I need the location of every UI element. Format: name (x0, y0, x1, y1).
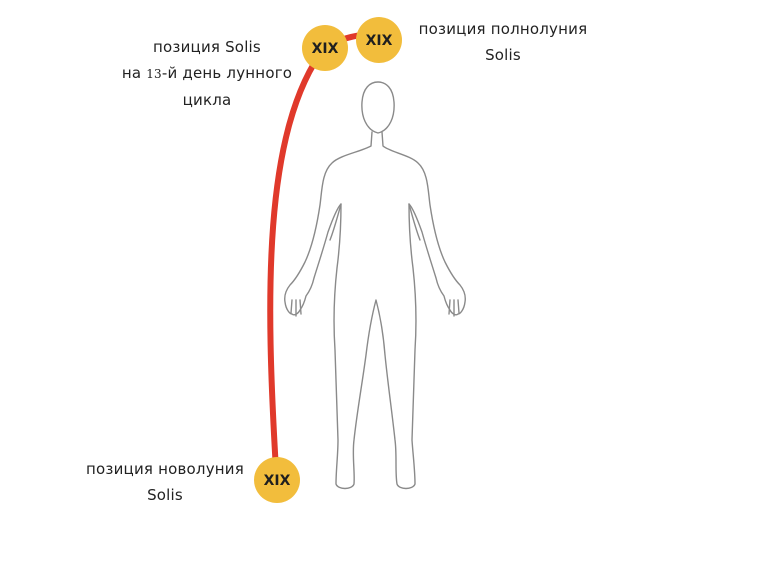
figure-left-fingers (290, 299, 302, 317)
figure-left-inner-arm (329, 203, 342, 241)
label-day13-line2: на 13-й день лунного (112, 60, 302, 87)
figure-right-fingers (448, 299, 460, 317)
label-day13-line3: цикла (182, 91, 232, 109)
label-day13-number: 13 (146, 67, 162, 81)
badge-day13: XIX (302, 25, 348, 71)
label-new-moon-position: позиция новолуния Solis (80, 456, 250, 508)
label-new-moon-line2: Solis (147, 486, 183, 504)
badge-day13-text: XIX (312, 41, 339, 57)
label-day13-line1: позиция Solis (153, 38, 261, 56)
badge-day13-circle (302, 25, 348, 71)
human-figure (284, 81, 466, 490)
badge-new-moon-circle (254, 457, 300, 503)
figure-head (361, 81, 395, 134)
badge-new-moon: XIX (254, 457, 300, 503)
badge-full-moon-text: XIX (366, 33, 393, 49)
badge-full-moon: XIX (356, 17, 402, 63)
badge-new-moon-text: XIX (264, 473, 291, 489)
figure-body-outline (284, 131, 466, 490)
label-full-moon-line2: Solis (485, 46, 521, 64)
figure-right-inner-arm (408, 203, 421, 241)
label-day13-prefix: на (121, 64, 147, 82)
label-day13-suffix: -й день лунного (161, 64, 293, 82)
label-full-moon-line1: позиция полнолуния (418, 20, 588, 38)
label-new-moon-line1: позиция новолуния (86, 460, 244, 478)
label-day13-position: позиция Solis на 13-й день лунного цикла (112, 34, 302, 113)
badge-full-moon-circle (356, 17, 402, 63)
label-full-moon-position: позиция полнолуния Solis (408, 16, 598, 68)
